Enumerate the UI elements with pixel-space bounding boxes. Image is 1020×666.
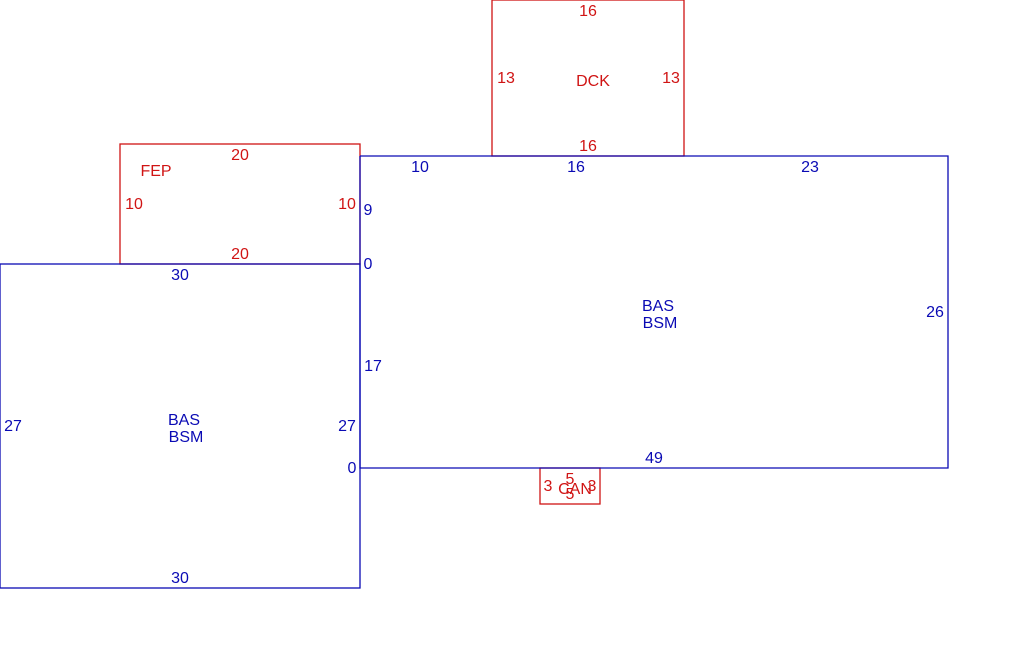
bas-main-left-upper-dim: 9 bbox=[364, 202, 373, 219]
bas-main-left-lower-dim: 17 bbox=[364, 358, 382, 375]
dck-left-dim: 13 bbox=[497, 70, 515, 87]
bas-main-outline bbox=[359, 155, 949, 469]
bas-main-code-1: BAS bbox=[642, 298, 674, 315]
dck-right-dim: 13 bbox=[662, 70, 680, 87]
bas-main-top-dim-b: 16 bbox=[567, 159, 585, 176]
bas-main-corner-upper-dim: 0 bbox=[364, 256, 373, 273]
bas-main-right-dim: 26 bbox=[926, 304, 944, 321]
bas-left-code-2: BSM bbox=[169, 429, 204, 446]
fep-right-dim: 10 bbox=[338, 196, 356, 213]
area-bas-left: BAS BSM 30 30 27 27 bbox=[0, 263, 361, 589]
bas-main-top-dim-c: 23 bbox=[801, 159, 819, 176]
bas-left-right-dim: 27 bbox=[338, 418, 356, 435]
bas-main-top-dim-a: 10 bbox=[411, 159, 429, 176]
dck-code: DCK bbox=[576, 73, 610, 90]
fep-bottom-dim: 20 bbox=[231, 246, 249, 263]
can-top-dim: 5 bbox=[566, 471, 575, 488]
area-bas-main: BAS BSM 10 16 23 26 49 9 17 0 0 bbox=[348, 155, 949, 477]
can-left-dim: 3 bbox=[544, 478, 553, 495]
fep-top-dim: 20 bbox=[231, 147, 249, 164]
area-fep: FEP 20 20 10 10 bbox=[119, 143, 361, 265]
bas-main-corner-lower-dim: 0 bbox=[348, 460, 357, 477]
dck-bottom-dim: 16 bbox=[579, 138, 597, 155]
bas-main-bottom-dim: 49 bbox=[645, 450, 663, 467]
bas-left-top-dim: 30 bbox=[171, 267, 189, 284]
dck-top-dim: 16 bbox=[579, 3, 597, 20]
bas-left-bottom-dim: 30 bbox=[171, 570, 189, 587]
bas-left-left-dim: 27 bbox=[4, 418, 22, 435]
fep-left-dim: 10 bbox=[125, 196, 143, 213]
bas-left-code-1: BAS bbox=[168, 412, 200, 429]
area-dck: DCK 16 16 13 13 bbox=[491, 0, 685, 157]
can-bottom-dim: 5 bbox=[566, 486, 575, 503]
fep-code: FEP bbox=[140, 163, 171, 180]
area-can: CAN 5 5 3 3 bbox=[539, 467, 601, 505]
bas-main-code-2: BSM bbox=[643, 315, 678, 332]
can-code: CAN bbox=[558, 481, 592, 498]
can-right-dim: 3 bbox=[588, 478, 597, 495]
